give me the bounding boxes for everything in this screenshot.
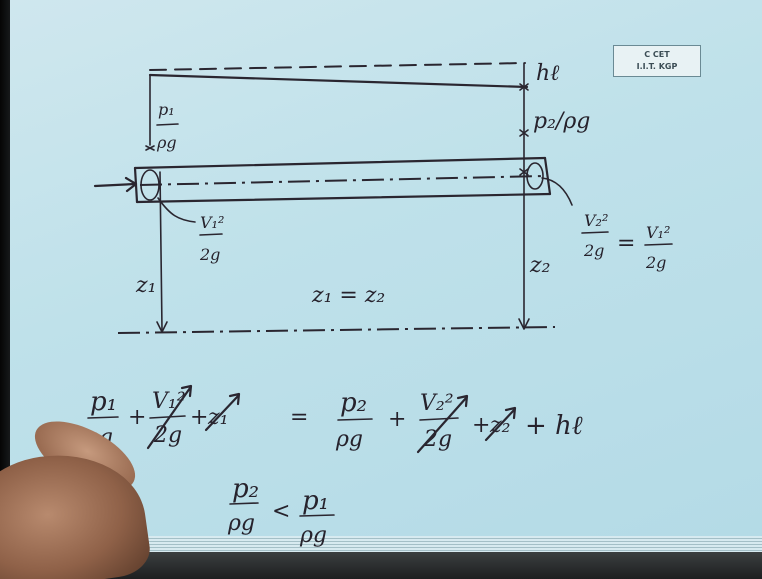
fraction-bar [419,417,459,421]
fraction-bar [87,416,119,419]
tick-mark [519,83,529,91]
datum-line [117,326,556,334]
ineq-p1-denominator: ρg [299,523,327,548]
ineq-p1-numerator: p₁ [302,486,329,516]
z-relation: z₁ = z₂ [311,283,385,308]
p1-label: p₁ [158,100,175,119]
pipe-bottom-wall [135,192,552,204]
v1-leader [157,197,196,223]
fraction-bar [156,123,179,126]
pipe-top-wall [133,156,547,170]
eq-p1-numerator: p₁ [90,387,117,417]
ineq-p2-numerator: p₂ [232,474,259,504]
logo-line-2: I.I.T. KGP [636,62,678,71]
fraction-bar [149,415,186,419]
z1-height-line [159,171,163,331]
tick-mark [519,129,529,137]
fraction-bar [299,514,335,517]
energy-line [149,62,526,71]
v1-label: V₁² [200,213,224,232]
eq-v2-numerator: V₂² [420,391,454,416]
hydraulic-grade-line [148,73,529,89]
z1-label: z₁ [135,273,156,298]
eq-p2-numerator: p₂ [340,388,367,418]
fraction-bar [199,233,223,236]
paper-stack-edges [80,536,762,554]
pipe-outlet [543,156,552,196]
v2-denominator: 2g [583,241,604,260]
ineq-less-than: < [272,499,290,524]
outlet-section [526,162,544,190]
eq-plus-2: + [190,405,208,430]
z2-arrow-head [518,318,530,330]
cancel-stroke-z1 [204,392,241,432]
eq-p2-denominator: ρg [335,427,363,452]
fraction-bar [229,502,259,505]
flow-arrow-head [124,176,138,193]
fraction-bar [644,243,673,246]
pipe-centerline [139,175,546,186]
tick-mark [145,145,155,151]
paper-sheet [10,0,762,579]
v2-label: V₂² [584,211,608,230]
cancel-stroke-z2 [484,406,517,442]
ineq-p2-denominator: ρg [227,511,255,536]
z2-label: z₂ [529,253,550,278]
fraction-bar [581,231,609,234]
v2-leader [541,177,573,206]
cet-iit-kgp-logo: C CET I.I.T. KGP [613,45,701,77]
cancel-stroke-v1 [146,384,193,450]
cancel-stroke-v2 [416,394,469,454]
eq-plus-4: + [472,413,490,438]
eq-equals: = [290,405,308,430]
v1-denominator-right: 2g [645,253,666,272]
p1-denominator: ρg [156,133,177,152]
velocity-equals-sign: = [617,231,635,256]
inlet-section [140,169,160,201]
v1-denominator: 2g [199,245,220,264]
head-loss-label: hℓ [536,61,560,86]
eq-head-loss: + hℓ [525,411,583,441]
flow-arrow [93,182,137,188]
eq-plus-3: + [388,407,406,432]
v1-label-right: V₁² [646,223,670,242]
eq-plus-1: + [128,405,146,430]
fraction-bar [337,418,373,421]
p2-label: p₂/ρg [533,109,590,134]
logo-line-1: C CET [644,50,670,59]
